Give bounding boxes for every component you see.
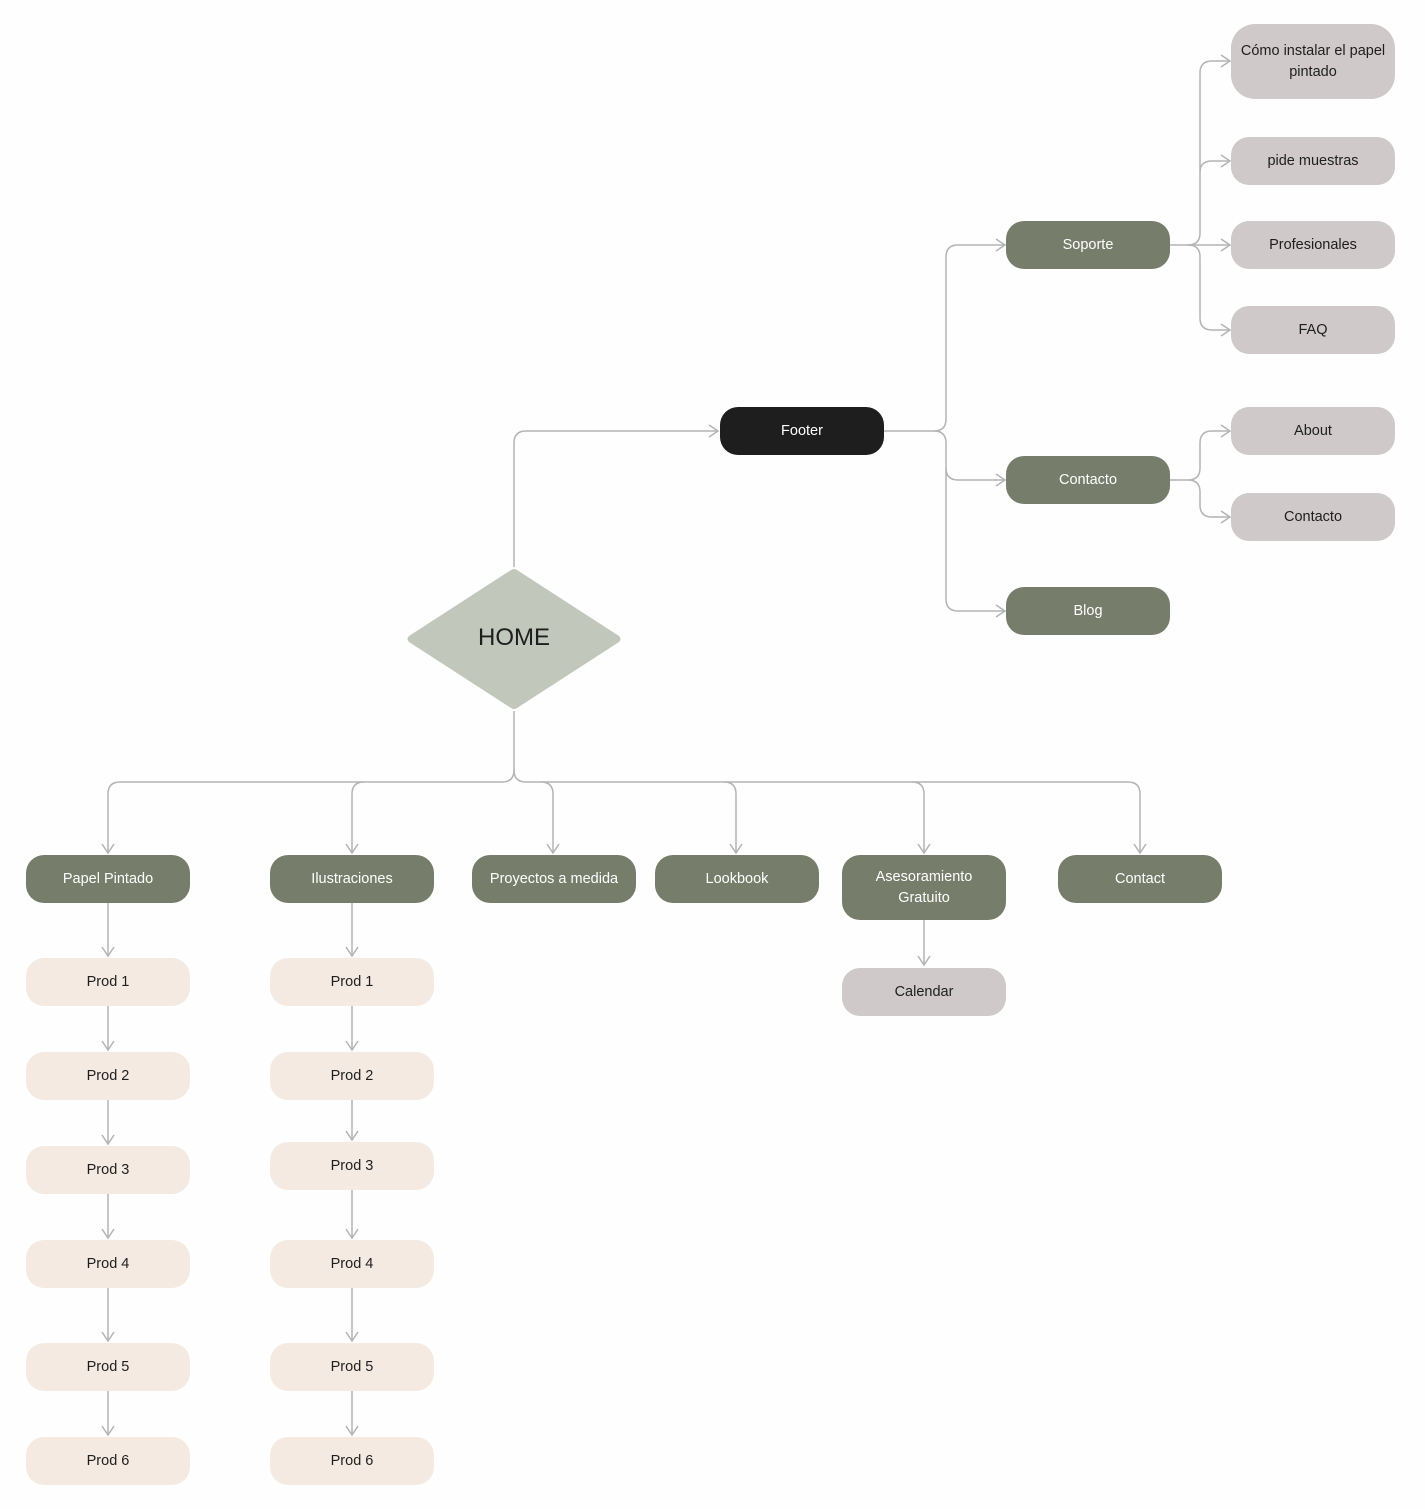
arrowhead-lookbook	[729, 843, 743, 855]
arrowhead-papel	[101, 843, 115, 855]
connector-soporte-muestras	[1199, 160, 1230, 173]
arrowhead-asesoramiento	[917, 843, 931, 855]
arrowhead-profesionales	[1220, 238, 1232, 252]
arrowhead-ilus-prod1	[345, 946, 359, 958]
arrowhead-ilus-prod4	[345, 1228, 359, 1240]
arrowhead-calendar	[917, 955, 931, 967]
papel-prod-4[interactable]: Prod 4	[26, 1240, 190, 1288]
ilus-prod-5[interactable]: Prod 5	[270, 1343, 434, 1391]
home-label: HOME	[478, 624, 550, 651]
arrowhead-papel-prod2	[101, 1040, 115, 1052]
arrowhead-footer	[708, 424, 720, 438]
connector-contacto-contacto	[1187, 479, 1230, 518]
connector-home-asesoramiento	[911, 781, 925, 853]
connector-footer-blog	[945, 468, 1005, 612]
connector-home-papel	[107, 769, 515, 853]
connector-home-proyectos	[540, 781, 554, 853]
connector-home-lookbook	[723, 781, 737, 853]
arrowhead-papel-prod1	[101, 946, 115, 958]
connector-footer-contacto	[933, 430, 1005, 481]
arrowhead-proyectos	[546, 843, 560, 855]
ilus-prod-1[interactable]: Prod 1	[270, 958, 434, 1006]
ilustraciones-node[interactable]: Ilustraciones	[270, 855, 434, 903]
arrowhead-contacto	[995, 473, 1007, 487]
home-diamond-shape	[407, 569, 621, 709]
ilus-prod-3[interactable]: Prod 3	[270, 1142, 434, 1190]
about-node[interactable]: About	[1231, 407, 1395, 455]
arrowhead-papel-prod6	[101, 1425, 115, 1437]
contact-node[interactable]: Contact	[1058, 855, 1222, 903]
papel-prod-3[interactable]: Prod 3	[26, 1146, 190, 1194]
ilus-prod-6[interactable]: Prod 6	[270, 1437, 434, 1485]
muestras-node[interactable]: pide muestras	[1231, 137, 1395, 185]
connector-home-right	[513, 769, 1141, 853]
arrowhead-papel-prod5	[101, 1331, 115, 1343]
connector-contacto-about	[1170, 430, 1230, 481]
connector-footer-soporte	[884, 244, 1005, 432]
connector-soporte-faq	[1187, 244, 1230, 331]
arrowhead-ilus-prod3	[345, 1130, 359, 1142]
arrowhead-ilus-prod2	[345, 1040, 359, 1052]
papel-pintado-node[interactable]: Papel Pintado	[26, 855, 190, 903]
papel-prod-5[interactable]: Prod 5	[26, 1343, 190, 1391]
arrowhead-faq	[1220, 323, 1232, 337]
lookbook-node[interactable]: Lookbook	[655, 855, 819, 903]
connector-soporte-instalar	[1170, 60, 1230, 246]
proyectos-node[interactable]: Proyectos a medida	[472, 855, 636, 903]
connector-home-ilustraciones	[351, 781, 365, 853]
arrowhead-papel-prod3	[101, 1134, 115, 1146]
blog-node[interactable]: Blog	[1006, 587, 1170, 635]
faq-node[interactable]: FAQ	[1231, 306, 1395, 354]
arrowhead-about	[1220, 424, 1232, 438]
arrowhead-muestras	[1220, 154, 1232, 168]
arrowhead-ilustraciones	[345, 843, 359, 855]
arrowhead-contact	[1133, 843, 1147, 855]
arrowhead-blog	[995, 604, 1007, 618]
asesoramiento-node[interactable]: Asesoramiento Gratuito	[842, 855, 1006, 920]
arrowhead-soporte	[995, 238, 1007, 252]
home-node[interactable]	[405, 567, 623, 711]
calendar-node[interactable]: Calendar	[842, 968, 1006, 1016]
papel-prod-1[interactable]: Prod 1	[26, 958, 190, 1006]
ilus-prod-2[interactable]: Prod 2	[270, 1052, 434, 1100]
connector-home-footer	[513, 430, 718, 567]
soporte-node[interactable]: Soporte	[1006, 221, 1170, 269]
arrowhead-papel-prod4	[101, 1228, 115, 1240]
arrowhead-ilus-prod6	[345, 1425, 359, 1437]
arrowhead-contacto-sub	[1220, 510, 1232, 524]
arrowhead-instalar	[1220, 54, 1232, 68]
papel-prod-6[interactable]: Prod 6	[26, 1437, 190, 1485]
contacto-node[interactable]: Contacto	[1006, 456, 1170, 504]
ilus-prod-4[interactable]: Prod 4	[270, 1240, 434, 1288]
profesionales-node[interactable]: Profesionales	[1231, 221, 1395, 269]
arrowhead-ilus-prod5	[345, 1331, 359, 1343]
contacto-sub-node[interactable]: Contacto	[1231, 493, 1395, 541]
footer-node[interactable]: Footer	[720, 407, 884, 455]
instalar-node[interactable]: Cómo instalar el papel pintado	[1231, 24, 1395, 99]
papel-prod-2[interactable]: Prod 2	[26, 1052, 190, 1100]
